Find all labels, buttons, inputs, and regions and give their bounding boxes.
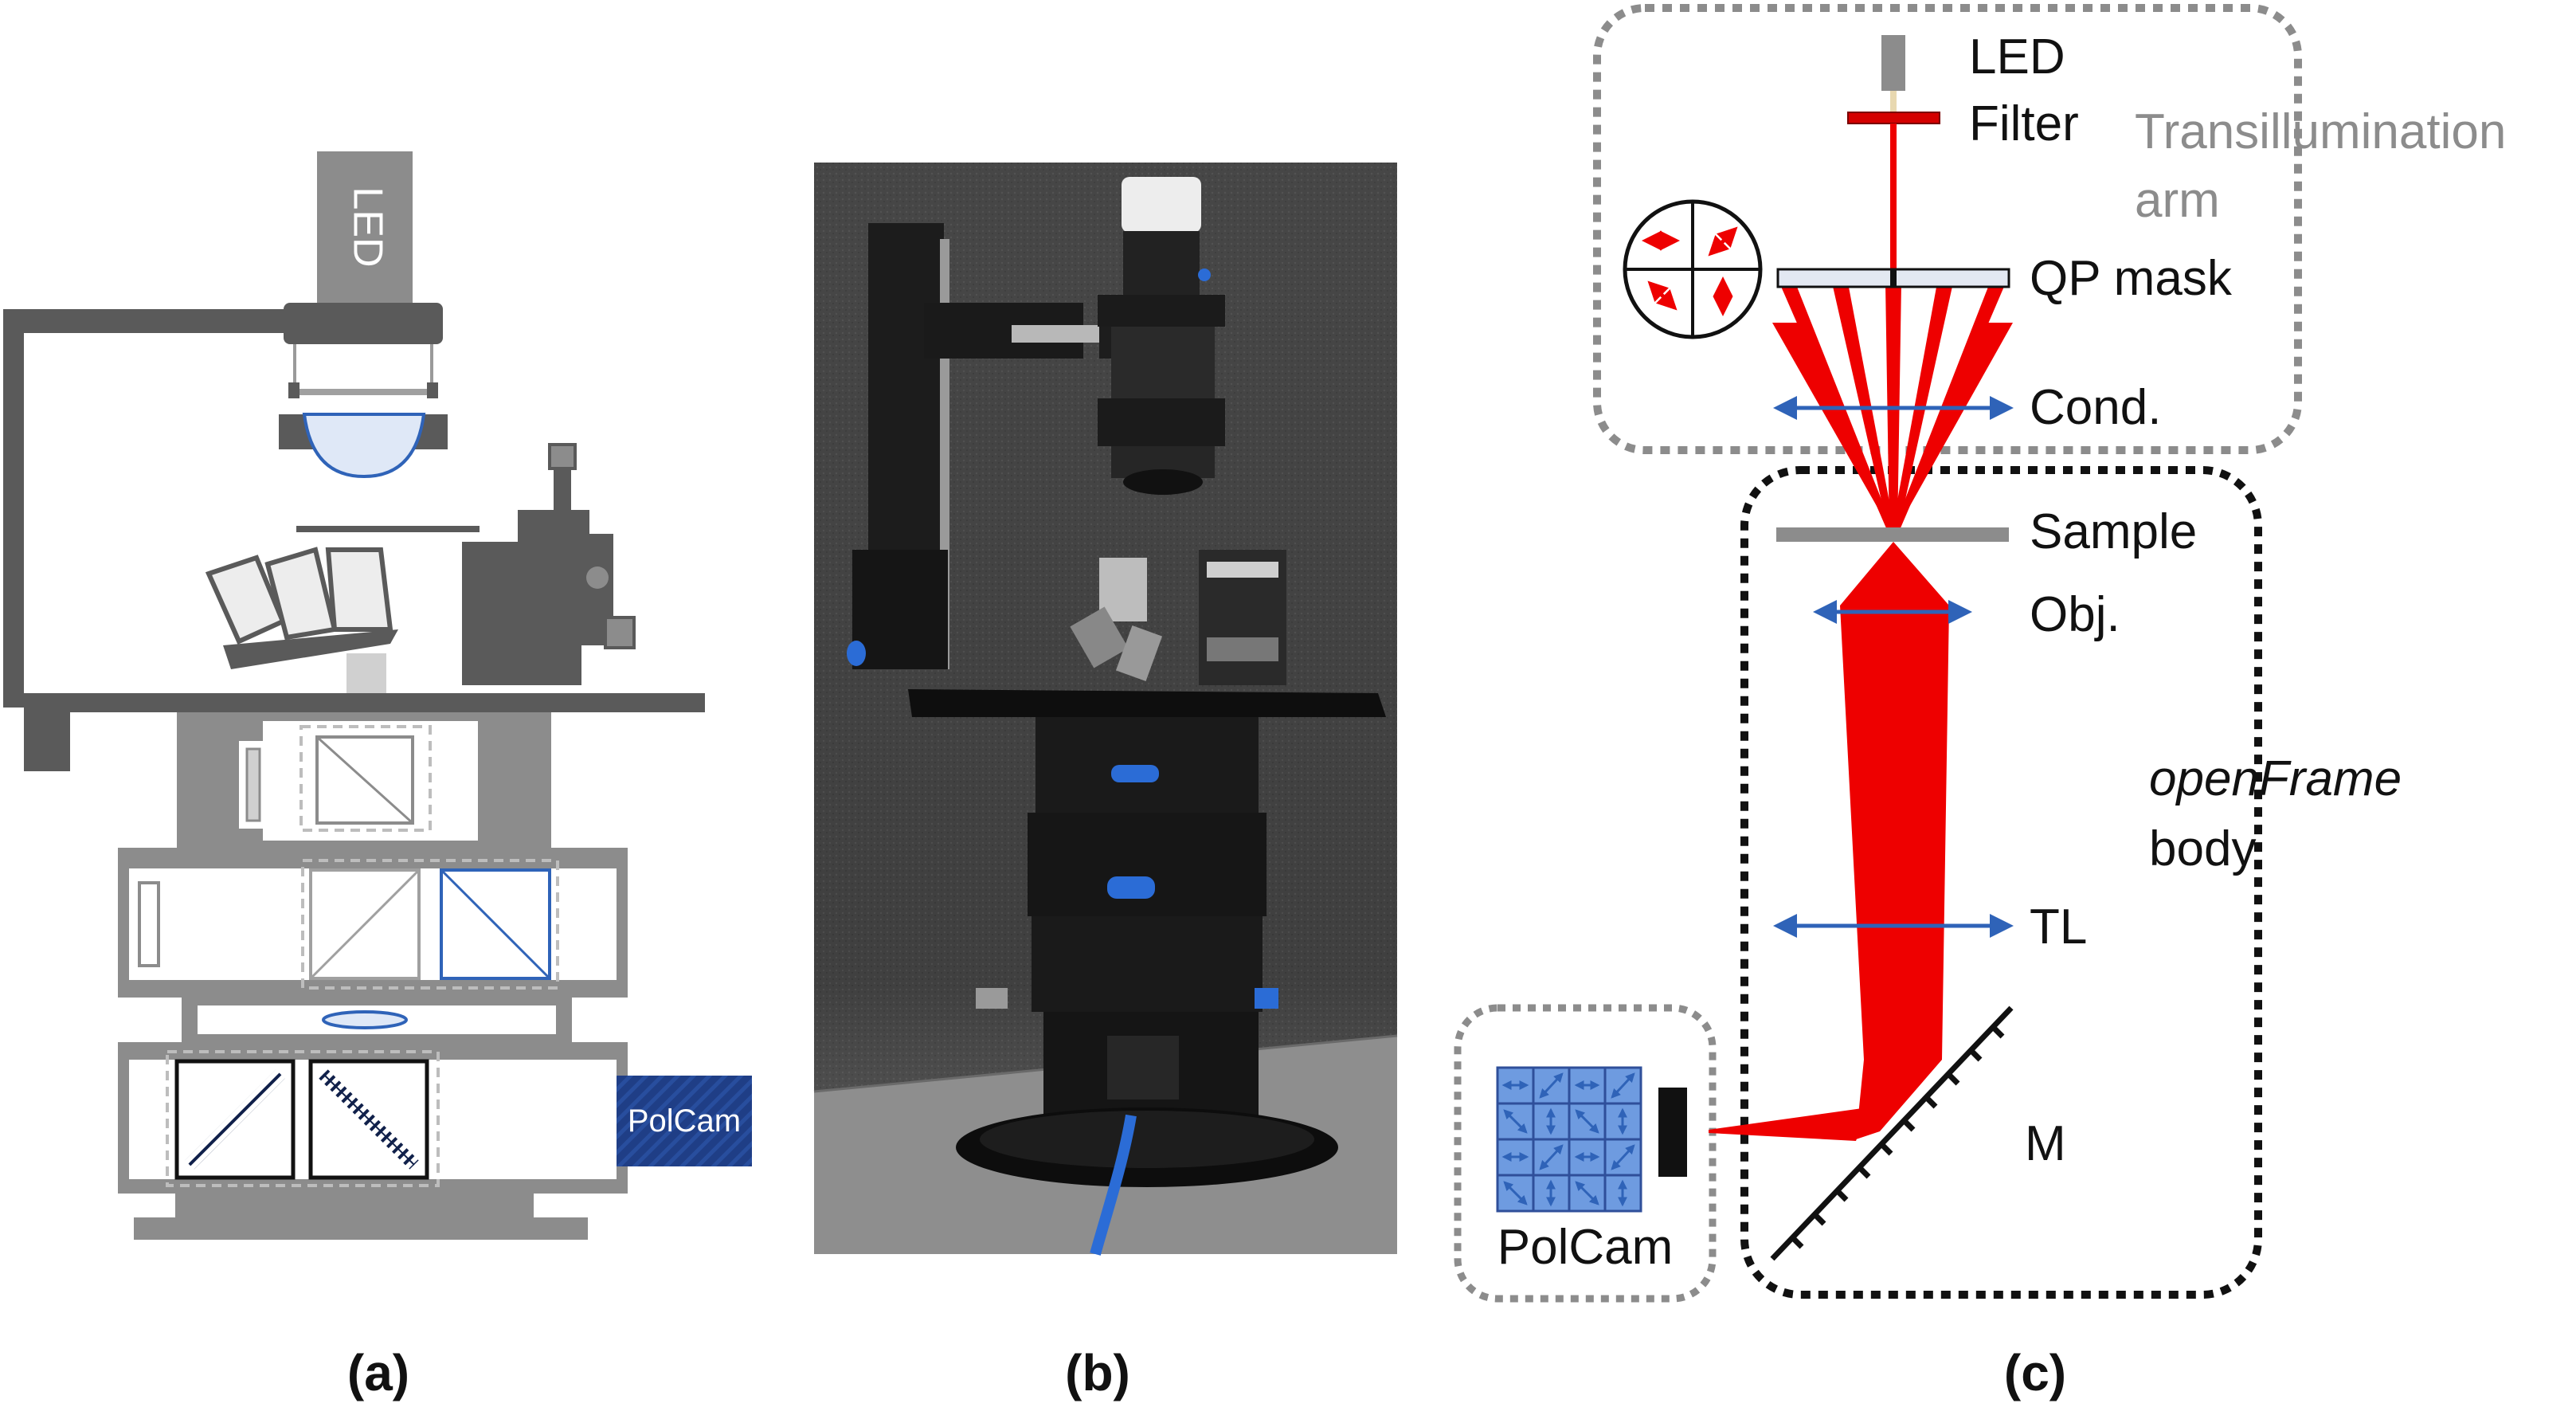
label-filter: Filter — [1969, 96, 2079, 151]
label-cond: Cond. — [2030, 380, 2161, 435]
qp-mask-inset — [1623, 199, 1763, 339]
transillumination-arm-box — [1593, 4, 2302, 454]
panel-c-optical-diagram: LED Filter Transillumination arm QP mask… — [1454, 4, 2506, 1303]
label-sample: Sample — [2030, 504, 2197, 559]
label-arm: arm — [2135, 173, 2220, 228]
beamsplitter-cube-blue — [440, 868, 551, 980]
label-polcam: PolCam — [1497, 1220, 1674, 1275]
detector-sensor — [1658, 1088, 1687, 1177]
stage-table — [24, 693, 705, 712]
label-qp-mask: QP mask — [2030, 251, 2233, 306]
polcam-pixel-grid — [1496, 1066, 1642, 1213]
caption-c: (c) — [2004, 1344, 2066, 1401]
caption-b: (b) — [1065, 1344, 1130, 1401]
imaging-beam — [1840, 542, 1949, 1139]
led-label-a: LED — [344, 186, 390, 267]
caption-a: (a) — [347, 1344, 409, 1401]
label-m: M — [2025, 1116, 2066, 1171]
label-body: body — [2149, 821, 2256, 876]
tube-lens — [322, 1010, 408, 1029]
label-tl: TL — [2030, 900, 2087, 954]
mirror-cube-1 — [174, 1059, 296, 1180]
panel-b-photo — [813, 163, 1398, 1256]
mirror-cube-2 — [308, 1059, 429, 1180]
arm-top-bar — [3, 309, 298, 333]
fold-mirror — [1770, 1005, 2014, 1261]
beamsplitter-cube-1 — [315, 735, 414, 825]
polcam-block-a — [617, 1076, 752, 1166]
beamsplitter-cube-2 — [309, 868, 421, 980]
polcam-label-a: PolCam — [628, 1103, 741, 1139]
arm-foot — [24, 708, 70, 771]
label-obj: Obj. — [2030, 587, 2120, 642]
openframe-body-box — [1740, 466, 2262, 1299]
led-housing — [317, 151, 413, 303]
sample-slide — [1776, 527, 2009, 542]
led-collar — [284, 303, 443, 344]
arm-pillar — [3, 309, 24, 708]
polcam-box — [1454, 1004, 1717, 1303]
label-openframe: openFrame — [2149, 751, 2402, 806]
panel-a-schematic: LED — [3, 151, 752, 1240]
led-source — [1881, 35, 1905, 91]
condenser-lens — [302, 413, 426, 479]
label-led: LED — [1969, 29, 2065, 84]
label-transillumination: Transillumination — [2135, 104, 2506, 159]
filter — [1847, 112, 1940, 124]
objective-turret — [205, 547, 398, 669]
